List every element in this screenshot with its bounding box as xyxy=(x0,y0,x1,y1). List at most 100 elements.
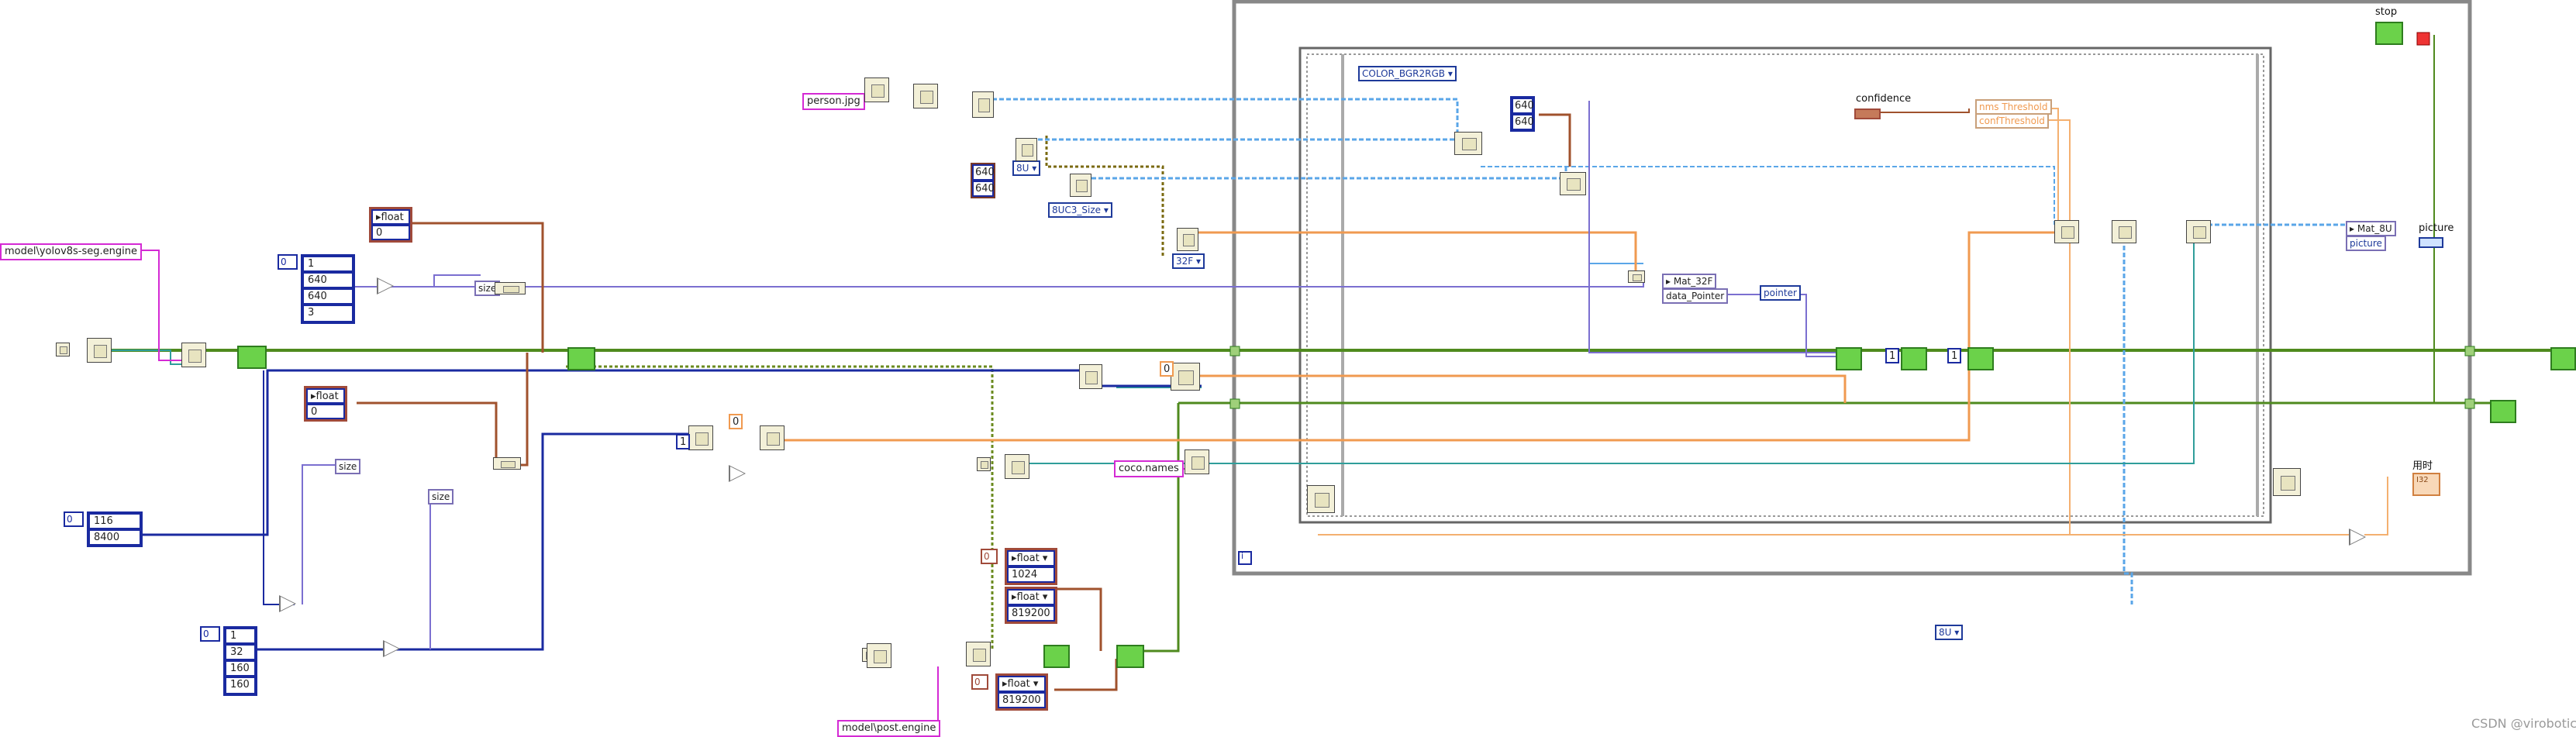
release-node-1[interactable] xyxy=(2490,400,2516,423)
convert-to-vi[interactable] xyxy=(1628,270,1645,283)
proto-shape-0[interactable]: 1 xyxy=(225,628,256,644)
resize-size-array[interactable]: 640 640 xyxy=(1510,96,1535,132)
trt-create-node[interactable] xyxy=(237,346,267,369)
resize-size-1[interactable]: 640 xyxy=(1512,114,1534,130)
mat-8u-node[interactable]: ▸ Mat_8U xyxy=(2346,221,2396,236)
proto-shape-3[interactable]: 160 xyxy=(225,677,256,694)
depth-8u-ring-bottom[interactable]: 8U ▾ xyxy=(1935,625,1964,640)
float-b-type[interactable]: ▸float ▾ xyxy=(306,388,345,415)
one-constant-b[interactable]: 1 xyxy=(1947,348,1961,363)
conf-threshold-node[interactable]: confThreshold xyxy=(1975,113,2049,129)
mat-create-vi[interactable] xyxy=(972,91,994,118)
one-constant-c[interactable]: 1 xyxy=(676,434,690,449)
cvt-color-vi[interactable] xyxy=(1454,132,1482,155)
tick-count-vi-1[interactable] xyxy=(1307,485,1335,513)
size-node-low[interactable]: size xyxy=(428,489,454,505)
float-array-c[interactable]: ▸float ▾ 1024 xyxy=(1005,548,1057,585)
data-pointer-node[interactable]: data_Pointer xyxy=(1662,288,1729,304)
engine-create-vi[interactable] xyxy=(181,343,206,367)
output-shape-array[interactable]: 116 8400 xyxy=(87,511,143,547)
post-engine-path-constant[interactable]: model\post.engine xyxy=(837,720,941,737)
output-shape-1[interactable]: 8400 xyxy=(88,529,141,546)
depth-32f-ring[interactable]: 32F ▾ xyxy=(1172,253,1205,269)
mat-alloc-vi-3[interactable] xyxy=(1177,228,1198,251)
size-node-top[interactable]: size xyxy=(474,281,501,296)
image-size-0[interactable]: 640 xyxy=(972,164,995,181)
input-shape-2[interactable]: 640 xyxy=(302,288,353,305)
float-array-e[interactable]: ▸float ▾ 819200 xyxy=(995,673,1048,711)
engine-load-vi-2[interactable] xyxy=(87,338,112,363)
color-convert-ring[interactable]: COLOR_BGR2RGB ▾ xyxy=(1358,66,1457,81)
proto-shape-array[interactable]: 1 32 160 160 xyxy=(223,626,257,696)
output-shape-index[interactable]: 0 xyxy=(64,511,84,527)
float-c-value[interactable]: 1024 xyxy=(1007,567,1055,583)
mat-alloc-vi-1[interactable] xyxy=(1016,138,1037,161)
float-d-type[interactable]: ▸float ▾ xyxy=(1007,589,1055,605)
float-c-index[interactable]: 0 xyxy=(981,549,998,564)
decrement-triangle-2[interactable] xyxy=(279,595,296,612)
image-read-vi-1[interactable] xyxy=(864,77,889,102)
dims-vi-top[interactable] xyxy=(495,282,526,294)
seg-postprocess-vi-2[interactable] xyxy=(2112,220,2136,243)
input-shape-array[interactable]: 1 640 640 3 xyxy=(301,254,355,324)
trt-get-output-node-1[interactable] xyxy=(1901,347,1927,370)
float-b-value[interactable]: 0 xyxy=(306,404,345,419)
one-constant-a[interactable]: 1 xyxy=(1885,348,1899,363)
decrement-triangle-1[interactable] xyxy=(377,277,394,294)
proto-shape-index[interactable]: 0 xyxy=(200,626,220,642)
subtract-triangle[interactable] xyxy=(2349,529,2366,546)
index-array-vi[interactable] xyxy=(688,425,713,450)
float-array-a[interactable]: ▸float ▾ 0 xyxy=(369,207,412,243)
tick-count-vi-2[interactable] xyxy=(2273,468,2301,496)
confidence-constant[interactable] xyxy=(1854,108,1881,119)
float-d-value[interactable]: 819200 xyxy=(1007,605,1055,622)
float-a-type[interactable]: ▸float ▾ xyxy=(371,209,410,236)
image-size-array[interactable]: 640 640 xyxy=(971,163,995,198)
decrement-triangle-3[interactable] xyxy=(383,640,400,657)
input-shape-0[interactable]: 1 xyxy=(302,256,353,272)
seg-postprocess-vi-3[interactable] xyxy=(2186,220,2211,243)
float-array-d[interactable]: ▸float ▾ 819200 xyxy=(1005,587,1057,624)
zero-constant-b[interactable]: 0 xyxy=(729,414,743,429)
depth-8u-ring-top[interactable]: 8U ▾ xyxy=(1012,160,1041,176)
add-triangle[interactable] xyxy=(729,465,746,482)
array-size-vi[interactable] xyxy=(1079,364,1102,389)
image-size-1[interactable]: 640 xyxy=(972,181,995,197)
coco-open-vi-2[interactable] xyxy=(1005,454,1029,479)
nms-threshold-node[interactable]: nms Threshold xyxy=(1975,99,2052,115)
post-bundle-node[interactable] xyxy=(1116,645,1144,668)
input-shape-1[interactable]: 640 xyxy=(302,272,353,288)
pointer-node[interactable]: pointer xyxy=(1760,285,1801,301)
float-array-b[interactable]: ▸float ▾ 0 xyxy=(304,386,347,422)
type-8uc3-ring[interactable]: 8UC3_Size ▾ xyxy=(1048,202,1112,218)
resize-vi[interactable] xyxy=(1560,172,1586,195)
output-shape-0[interactable]: 116 xyxy=(88,513,141,529)
post-create-node[interactable] xyxy=(1043,645,1070,668)
picture-node[interactable]: picture xyxy=(2346,236,2386,251)
float-e-value[interactable]: 819200 xyxy=(998,692,1046,708)
coco-names-constant[interactable]: coco.names xyxy=(1114,460,1184,477)
engine-load-vi-1[interactable] xyxy=(56,343,70,356)
resize-size-0[interactable]: 640 xyxy=(1512,98,1534,114)
post-load-vi-3[interactable] xyxy=(966,642,991,666)
engine-path-constant[interactable]: model\yolov8s-seg.engine xyxy=(0,243,142,260)
image-file-constant[interactable]: person.jpg xyxy=(802,93,865,110)
stop-button-terminal[interactable] xyxy=(2375,22,2403,45)
build-array-vi[interactable] xyxy=(760,425,785,450)
release-node-2[interactable] xyxy=(2550,347,2576,370)
float-e-index[interactable]: 0 xyxy=(971,674,988,690)
input-shape-index[interactable]: 0 xyxy=(278,254,298,270)
trt-infer-node[interactable] xyxy=(1836,347,1862,370)
proto-shape-2[interactable]: 160 xyxy=(225,660,256,677)
post-load-vi-2[interactable] xyxy=(867,643,891,668)
float-a-value[interactable]: 0 xyxy=(371,225,410,240)
image-read-vi-2[interactable] xyxy=(913,84,938,108)
coco-read-vi[interactable] xyxy=(1185,449,1209,474)
mat-32f-node[interactable]: ▸ Mat_32F xyxy=(1662,274,1717,289)
proto-shape-1[interactable]: 32 xyxy=(225,644,256,660)
seg-postprocess-vi-1[interactable] xyxy=(2054,220,2079,243)
zero-constant-a[interactable]: 0 xyxy=(1160,361,1174,377)
trt-set-input-node[interactable] xyxy=(567,347,595,370)
dims-vi-mid[interactable] xyxy=(493,457,521,470)
float-e-type[interactable]: ▸float ▾ xyxy=(998,676,1046,692)
